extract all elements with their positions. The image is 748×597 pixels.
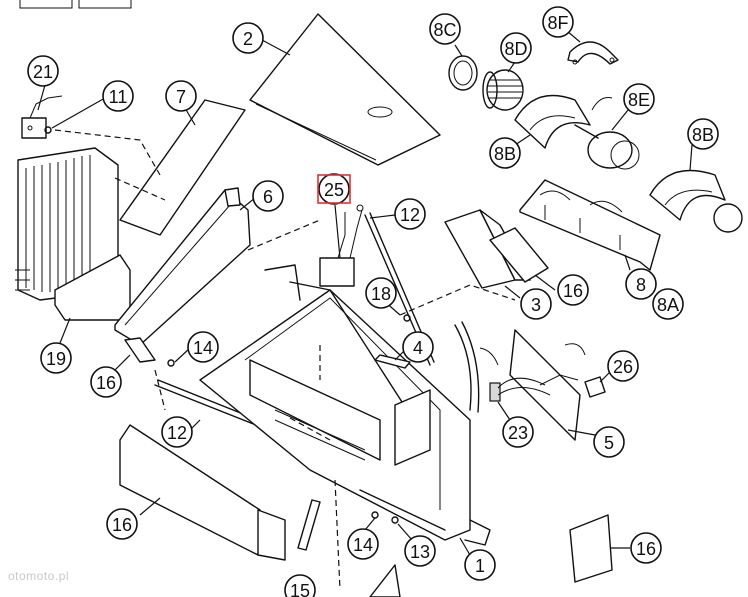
callout-label: 14 (353, 535, 373, 555)
callout-8e: 8E (623, 83, 655, 115)
watermark: otomoto.pl (8, 569, 70, 583)
callout-label: 4 (413, 338, 423, 358)
part-18-bolt (403, 314, 411, 322)
callout-18: 18 (365, 277, 397, 309)
callout-1: 1 (464, 549, 496, 581)
callout-label: 3 (531, 295, 541, 315)
callout-14-lower: 14 (347, 528, 379, 560)
callout-23: 23 (502, 416, 534, 448)
part-16-front-panel (119, 424, 286, 561)
callout-4: 4 (402, 331, 434, 363)
part-16-left-bracket (124, 337, 156, 363)
assembly-dashed-lines (54, 129, 516, 591)
callout-label: 15 (290, 581, 310, 597)
callout-label: 2 (243, 29, 253, 49)
part-8e-motor (574, 97, 640, 170)
callout-16-bottom-left: 16 (106, 508, 138, 540)
callout-label: 5 (604, 433, 614, 453)
callout-25: 25 (317, 173, 351, 205)
callout-label: 8B (692, 125, 714, 145)
callout-label: 25 (324, 180, 344, 200)
callout-13: 13 (404, 535, 436, 567)
callout-11: 11 (102, 80, 134, 112)
curved-hose (454, 321, 480, 413)
part-21-switch (21, 95, 63, 139)
part-1-main-frame (199, 264, 491, 546)
part-14-screw (167, 359, 175, 367)
part-23-harness (479, 347, 551, 402)
part-8b-right-housing (649, 169, 743, 233)
part-2-top-cover (249, 13, 441, 166)
callout-label: 1 (475, 556, 485, 576)
callout-label: 6 (263, 187, 273, 207)
callout-label: 8 (636, 275, 646, 295)
callout-5: 5 (593, 426, 625, 458)
part-8f-clamp (567, 41, 619, 65)
part-6-tray (114, 187, 251, 346)
callout-label: 8A (657, 295, 679, 315)
callout-label: 16 (112, 515, 132, 535)
callout-21: 21 (27, 55, 59, 87)
callout-12-top: 12 (394, 198, 426, 230)
part-16-right-pad (489, 227, 549, 283)
part-15-strip (297, 499, 321, 551)
callout-label: 16 (563, 281, 583, 301)
part-25-connector (319, 204, 364, 287)
callout-16-right: 16 (557, 274, 589, 306)
part-8d-blower-wheel (482, 69, 524, 111)
callout-label: 16 (96, 373, 116, 393)
callout-label: 13 (410, 542, 430, 562)
callout-8d: 8D (500, 32, 532, 64)
callout-label: 23 (508, 423, 528, 443)
part-16-bottom-right-pad (569, 514, 613, 583)
callout-8b-right: 8B (687, 118, 719, 150)
callout-label: 16 (636, 539, 656, 559)
callout-label: 12 (400, 205, 420, 225)
callout-16-left: 16 (90, 366, 122, 398)
part-7-plate (119, 99, 246, 236)
part-8-blower-base (519, 179, 661, 271)
part-8b-left-housing (514, 94, 591, 149)
callout-8c: 8C (429, 13, 461, 45)
callout-label: 19 (46, 349, 66, 369)
callout-label: 26 (613, 357, 633, 377)
callout-26: 26 (607, 350, 639, 382)
callout-6: 6 (252, 180, 284, 212)
part-11-screw (44, 126, 52, 134)
callout-label: 8B (494, 144, 516, 164)
callout-8f: 8F (542, 6, 574, 38)
callout-7: 7 (165, 80, 197, 112)
part-4-clip (374, 354, 411, 369)
callout-8b-left: 8B (489, 137, 521, 169)
part-8c-gasket-ring (448, 55, 478, 91)
callout-16-bottom-right: 16 (630, 532, 662, 564)
callout-15: 15 (284, 574, 316, 597)
callout-12-bottom: 12 (161, 416, 193, 448)
part-19-heater-core (15, 147, 131, 321)
callout-label: 7 (176, 87, 186, 107)
callout-19: 19 (40, 342, 72, 374)
callout-label: 18 (371, 284, 391, 304)
callout-3: 3 (520, 288, 552, 320)
callout-8: 8 (625, 268, 657, 300)
callout-label: 8C (433, 20, 456, 40)
callout-label: 12 (167, 423, 187, 443)
callout-14-upper: 14 (187, 331, 219, 363)
callout-8a: 8A (652, 288, 684, 320)
callout-2: 2 (232, 22, 264, 54)
callout-label: 8D (504, 39, 527, 59)
callout-bubbles: 2 8C 8F 8D 21 11 7 8E 8B 8B 25 6 12 16 3 8 8A 18 19 14 4 26 16… (27, 6, 719, 597)
cropped-thumbnail-boxes (19, 0, 132, 9)
callout-label: 8F (547, 13, 568, 33)
callout-label: 11 (109, 87, 128, 107)
bottom-partial-parts (369, 564, 401, 597)
callout-label: 8E (628, 90, 650, 110)
callout-label: 21 (33, 62, 53, 82)
callout-label: 14 (193, 338, 213, 358)
